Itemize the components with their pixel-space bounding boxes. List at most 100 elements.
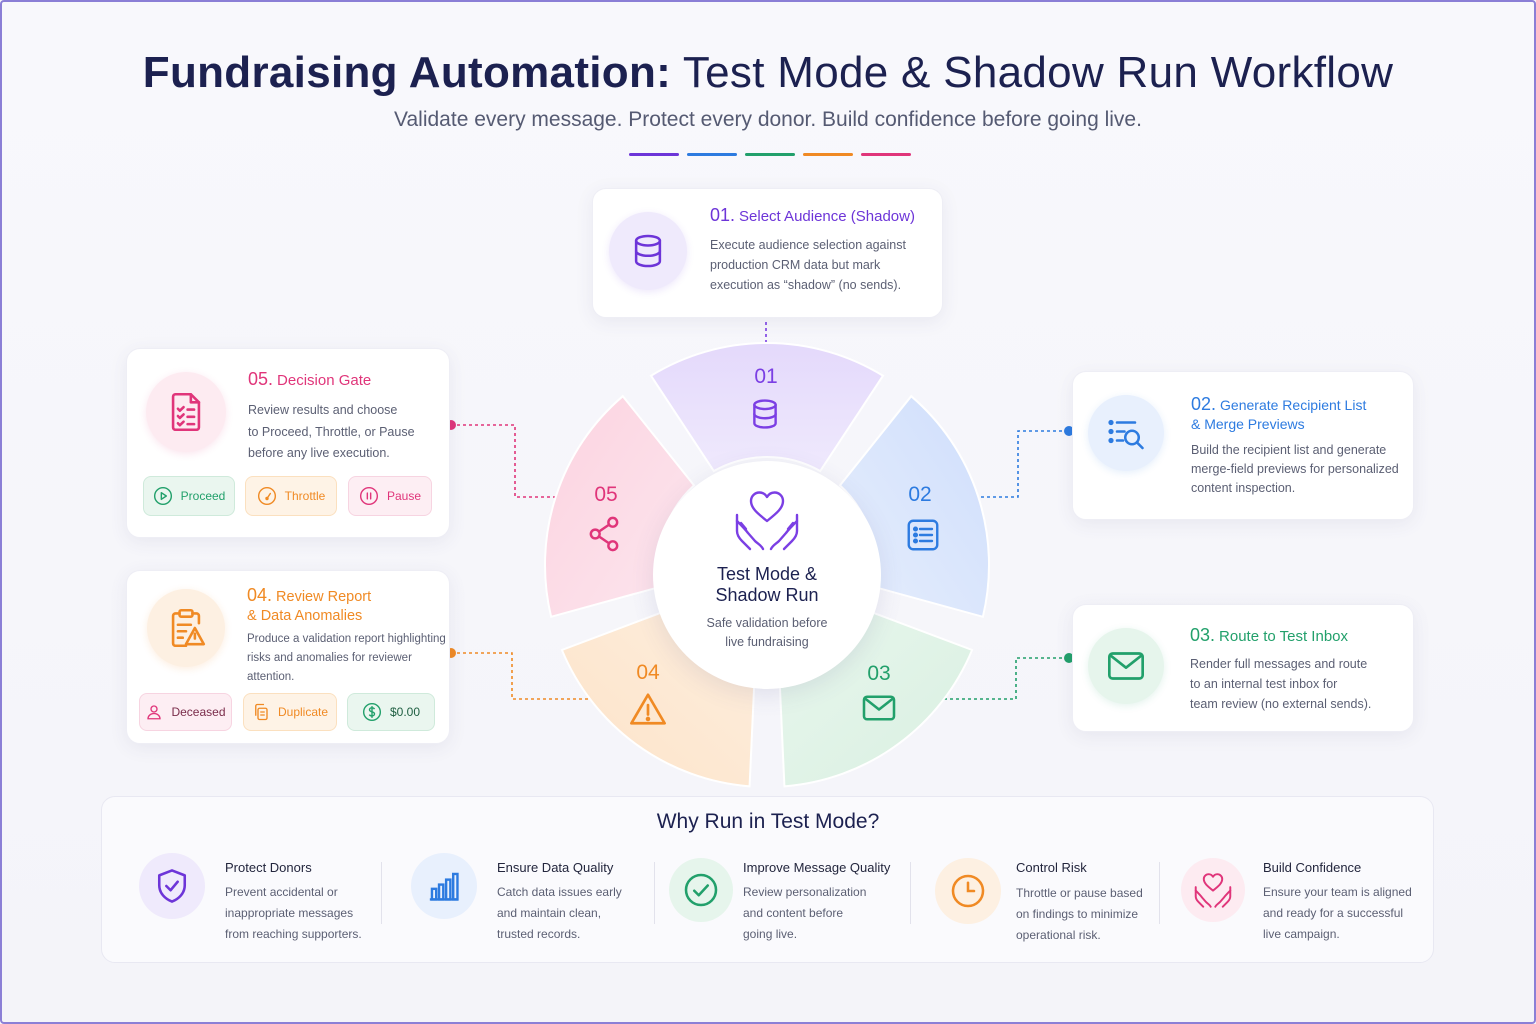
branch-icon xyxy=(586,515,622,558)
list-icon xyxy=(905,517,941,558)
chip-label: Proceed xyxy=(180,489,226,503)
step-04-title-line2: & Data Anomalies xyxy=(247,608,363,624)
step-01-desc: Execute audience selection against produ… xyxy=(710,235,906,295)
step-01-icon-bg xyxy=(609,212,687,290)
step-05-icon-bg xyxy=(146,372,226,452)
step-01-title: 01.Select Audience (Shadow) xyxy=(710,206,915,226)
benefit-desc: Review personalization and content befor… xyxy=(743,882,866,945)
segment-num-02: 02 xyxy=(908,483,932,506)
gauge-icon xyxy=(257,486,276,506)
step-02-title-line1: Generate Recipient List xyxy=(1220,397,1367,413)
chip-label: Pause xyxy=(386,489,422,503)
database-icon xyxy=(634,234,662,268)
throttle-button[interactable]: Throttle xyxy=(245,476,337,516)
desc-line: merge-field previews for personalized xyxy=(1191,462,1399,476)
desc-line: Prevent accidental or xyxy=(225,885,338,899)
benefit-desc: Throttle or pause based on findings to m… xyxy=(1016,883,1143,946)
clipboard-warning-icon xyxy=(171,608,206,648)
dollar-icon xyxy=(362,702,382,722)
step-04-num: 04. xyxy=(247,585,273,605)
desc-line: Render full messages and route xyxy=(1190,657,1368,671)
chip-label: Deceased xyxy=(171,705,226,719)
accent-dash xyxy=(861,153,911,156)
checklist-icon xyxy=(171,392,201,432)
desc-line: going live. xyxy=(743,927,798,941)
desc-line: team review (no external sends). xyxy=(1190,697,1372,711)
chip-zero-amount[interactable]: $0.00 xyxy=(347,693,435,731)
desc-line: operational risk. xyxy=(1016,928,1101,942)
center-subtitle: Safe validation before live fundraising xyxy=(653,614,881,652)
accent-dash xyxy=(687,153,737,156)
center-title-line2: Shadow Run xyxy=(715,585,819,605)
step-01-num: 01. xyxy=(710,205,736,225)
mail-icon xyxy=(861,693,897,728)
desc-line: Produce a validation report highlighting xyxy=(247,633,446,645)
step-03-title: 03.Route to Test Inbox xyxy=(1190,626,1348,646)
center-hub xyxy=(653,461,881,689)
clock-icon xyxy=(951,874,985,908)
desc-line: trusted records. xyxy=(497,927,581,941)
desc-line: and maintain clean, xyxy=(497,906,602,920)
step-04-title-line1: Review Report xyxy=(276,589,372,605)
chip-label: Throttle xyxy=(284,489,326,503)
desc-line: live campaign. xyxy=(1263,927,1340,941)
desc-line: Build the recipient list and generate xyxy=(1191,443,1387,457)
shield-check-icon xyxy=(157,869,187,903)
heart-hands-icon xyxy=(733,487,801,558)
check-circle-icon xyxy=(684,873,718,907)
benefit-divider xyxy=(1159,862,1160,924)
benefit-divider xyxy=(381,862,382,924)
chip-deceased[interactable]: Deceased xyxy=(139,693,232,731)
step-05-num: 05. xyxy=(248,369,274,389)
step-03-desc: Render full messages and route to an int… xyxy=(1190,654,1371,714)
benefit-desc: Ensure your team is aligned and ready fo… xyxy=(1263,882,1412,945)
proceed-button[interactable]: Proceed xyxy=(143,476,235,516)
segment-num-05: 05 xyxy=(594,483,618,506)
title-rest: Test Mode & Shadow Run Workflow xyxy=(682,48,1394,97)
step-04-icon-bg xyxy=(147,589,225,667)
benefit-title: Control Risk xyxy=(1016,860,1087,875)
benefit-icon-bg xyxy=(1181,858,1245,922)
benefit-divider xyxy=(910,862,911,924)
accent-dashes xyxy=(629,153,911,156)
database-icon xyxy=(748,397,782,436)
warning-icon xyxy=(629,691,667,732)
desc-line: on findings to minimize xyxy=(1016,907,1139,921)
step-05-desc: Review results and choose to Proceed, Th… xyxy=(248,400,415,465)
center-sub-line2: live fundraising xyxy=(725,635,809,649)
benefit-desc: Prevent accidental or inappropriate mess… xyxy=(225,882,362,945)
benefit-icon-bg xyxy=(139,853,205,919)
step-02-desc: Build the recipient list and generate me… xyxy=(1191,441,1399,498)
chip-duplicate[interactable]: Duplicate xyxy=(243,693,337,731)
desc-line: Catch data issues early xyxy=(497,885,622,899)
benefit-title: Protect Donors xyxy=(225,860,312,875)
person-icon xyxy=(147,705,162,720)
wheel-segment-01[interactable] xyxy=(649,341,885,473)
benefit-icon-bg xyxy=(669,858,733,922)
benefit-desc: Catch data issues early and maintain cle… xyxy=(497,882,622,945)
step-01-title-text: Select Audience (Shadow) xyxy=(739,208,915,225)
step-03-icon-bg xyxy=(1088,628,1164,704)
benefit-title: Improve Message Quality xyxy=(743,860,891,875)
desc-line: and content before xyxy=(743,906,844,920)
list-search-icon xyxy=(1108,419,1144,450)
desc-line: to an internal test inbox for xyxy=(1190,677,1338,691)
desc-line: and ready for a successful xyxy=(1263,906,1404,920)
benefit-icon-bg xyxy=(411,853,477,919)
copy-icon xyxy=(255,703,268,721)
why-title: Why Run in Test Mode? xyxy=(656,810,880,833)
step-02-title-line2: & Merge Previews xyxy=(1191,416,1305,432)
segment-num-03: 03 xyxy=(867,662,891,685)
pause-icon xyxy=(359,486,379,506)
center-title-line1: Test Mode & xyxy=(716,564,818,584)
center-title: Test Mode & Shadow Run xyxy=(653,564,881,606)
page-subtitle: Validate every message. Protect every do… xyxy=(394,108,1142,131)
page-title: Fundraising Automation: Test Mode & Shad… xyxy=(0,48,1536,98)
desc-line: Execute audience selection against xyxy=(710,238,906,252)
desc-line: execution as “shadow” (no sends). xyxy=(710,278,902,292)
pause-button[interactable]: Pause xyxy=(348,476,432,516)
accent-dash xyxy=(629,153,679,156)
step-04-title: 04.Review Report & Data Anomalies xyxy=(247,586,371,626)
bar-chart-icon xyxy=(429,872,459,901)
title-bold: Fundraising Automation: xyxy=(142,48,672,97)
